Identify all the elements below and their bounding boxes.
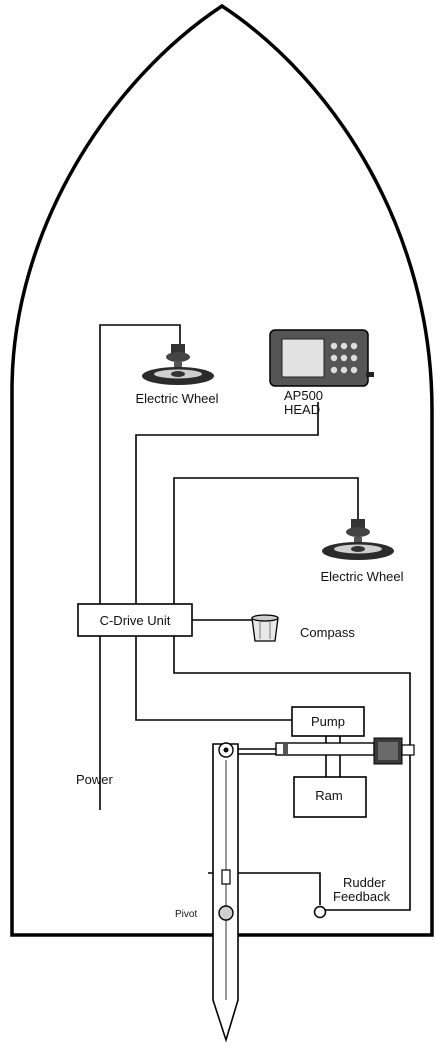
electric-wheel-label: Electric Wheel	[135, 391, 218, 406]
ram-label: Ram	[315, 788, 342, 803]
compass-label: Compass	[300, 625, 355, 640]
pivot-label: Pivot	[175, 909, 197, 920]
ram-actuator-icon	[373, 737, 415, 765]
electric-wheel-icon	[322, 519, 394, 560]
wiring	[99, 324, 411, 911]
rudder-feedback-sender-icon	[313, 905, 327, 919]
rudder-icon	[212, 742, 239, 1043]
ap500-label-line2: HEAD	[284, 402, 320, 417]
power-label: Power	[76, 772, 114, 787]
hull-outline	[10, 3, 434, 937]
ap500-head-icon	[269, 329, 374, 387]
ram-assembly	[232, 742, 375, 818]
rudder-feedback-label-line2: Feedback	[333, 889, 391, 904]
rudder-feedback-label-line1: Rudder	[343, 875, 386, 890]
pump-label: Pump	[311, 714, 345, 729]
c-drive-unit-label: C-Drive Unit	[100, 613, 171, 628]
pump-box	[291, 706, 365, 737]
ap500-label-line1: AP500	[284, 388, 323, 403]
compass-icon	[251, 614, 279, 642]
electric-wheel-label: Electric Wheel	[320, 569, 403, 584]
electric-wheel-icon	[142, 344, 214, 385]
c-drive-unit-box	[77, 603, 193, 637]
